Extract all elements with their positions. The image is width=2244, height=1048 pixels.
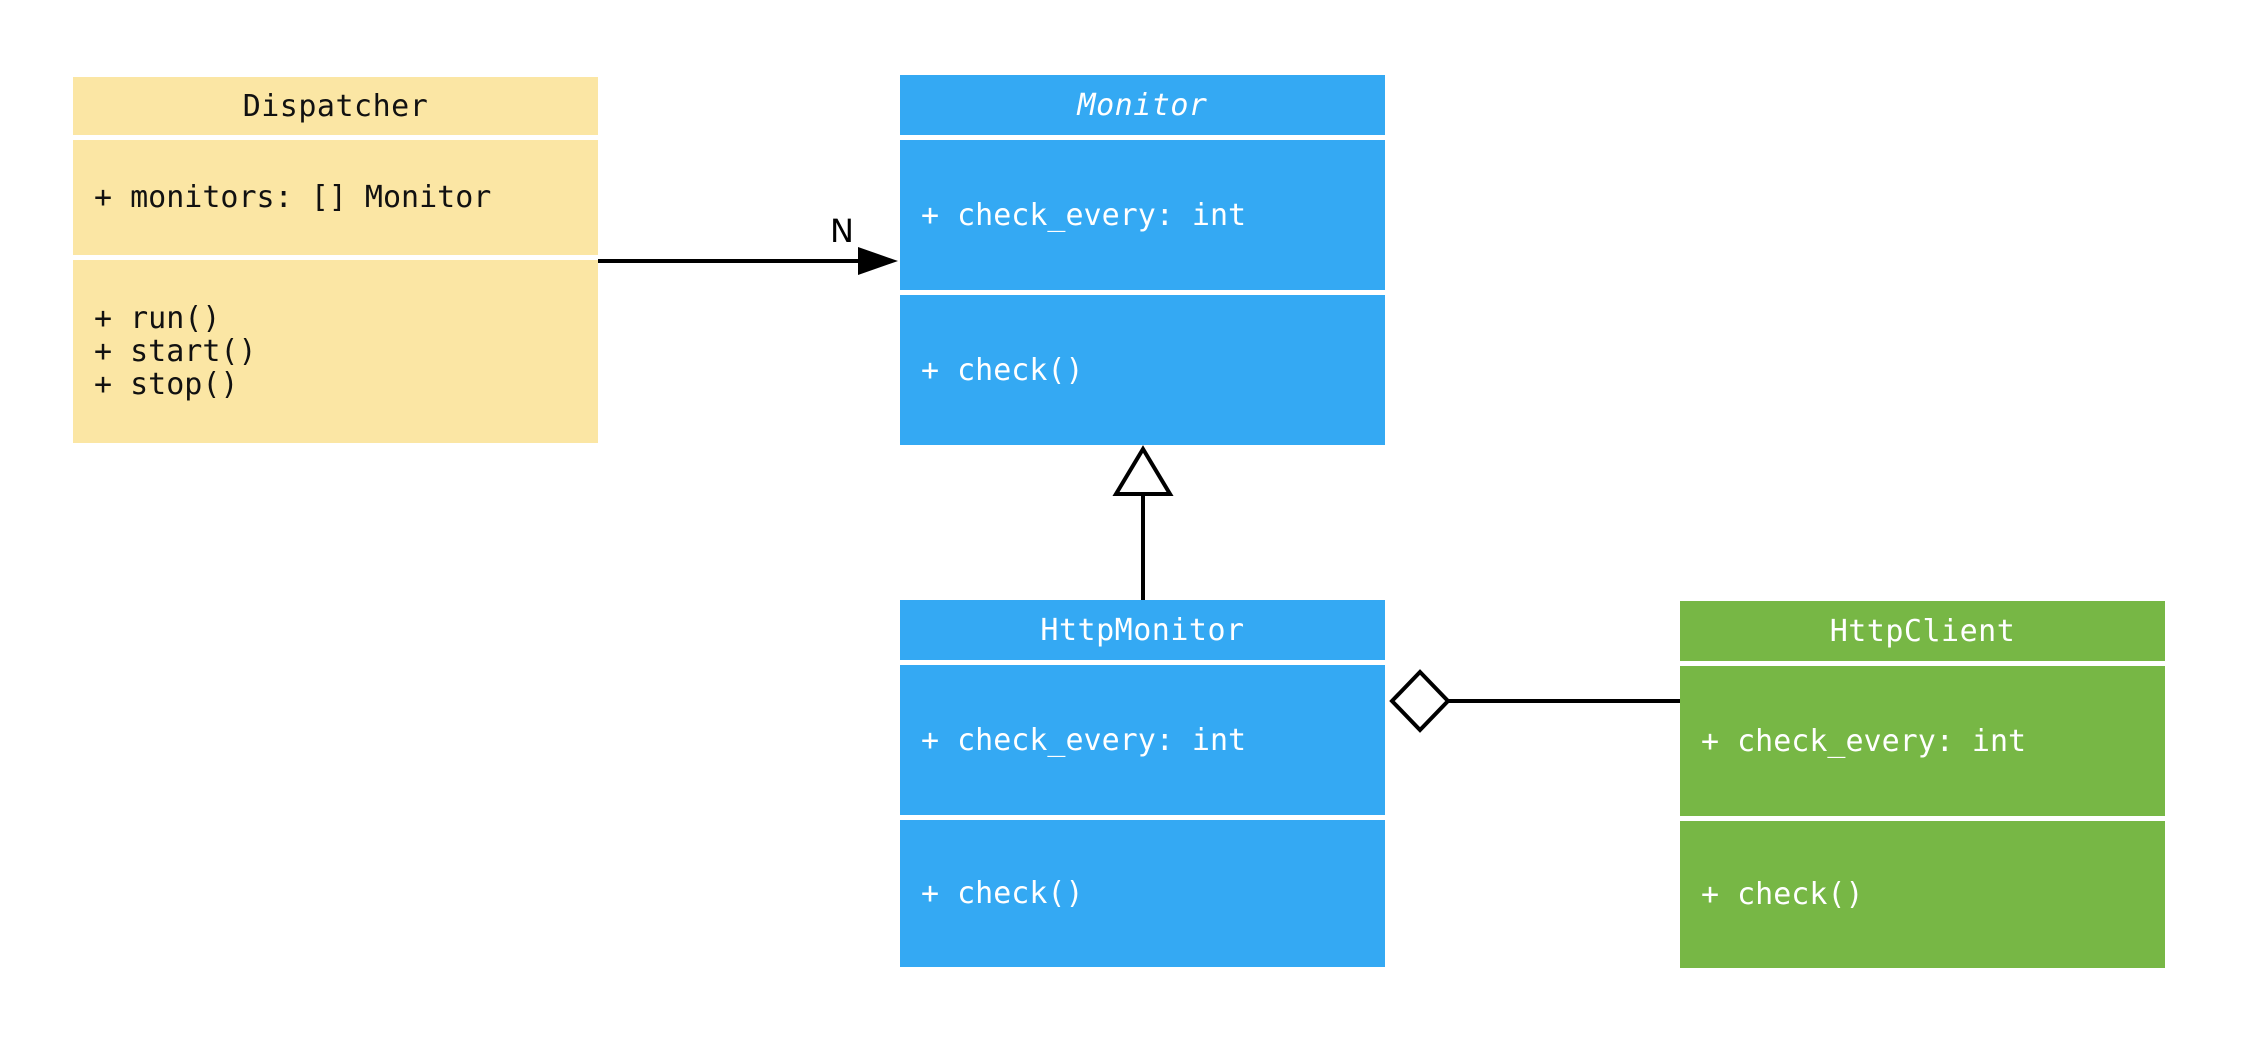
method-line: + start(): [94, 334, 257, 369]
class-monitor: Monitor + check_every: int + check(): [900, 75, 1385, 445]
class-dispatcher-methods: + run() + start() + stop(): [73, 260, 598, 443]
attribute-line: + monitors: [] Monitor: [94, 180, 492, 215]
association-arrowhead-icon: [858, 247, 898, 275]
generalization-httpmonitor-monitor: [1112, 445, 1174, 600]
class-dispatcher: Dispatcher + monitors: [] Monitor + run(…: [73, 77, 598, 443]
class-httpclient: HttpClient + check_every: int + check(): [1680, 601, 2165, 968]
class-monitor-attributes: + check_every: int: [900, 140, 1385, 290]
generalization-triangle-icon: [1112, 445, 1174, 496]
class-dispatcher-attributes: + monitors: [] Monitor: [73, 140, 598, 255]
method-line: + run(): [94, 301, 221, 336]
aggregation-diamond-icon: [1389, 669, 1451, 733]
class-httpclient-methods: + check(): [1680, 821, 2165, 968]
class-httpmonitor-name: HttpMonitor: [900, 600, 1385, 660]
method-line: + check(): [921, 876, 1084, 911]
method-line: + check(): [921, 352, 1084, 388]
class-monitor-name: Monitor: [900, 75, 1385, 135]
association-dispatcher-monitor: N: [598, 212, 898, 275]
class-httpmonitor-attributes: + check_every: int: [900, 665, 1385, 815]
class-httpclient-attributes: + check_every: int: [1680, 666, 2165, 816]
method-line: + check(): [1701, 877, 1864, 912]
aggregation-httpmonitor-httpclient: [1389, 669, 1680, 733]
class-httpmonitor: HttpMonitor + check_every: int + check(): [900, 600, 1385, 967]
attribute-line: + check_every: int: [921, 722, 1247, 758]
association-multiplicity-label: N: [830, 212, 854, 250]
class-httpmonitor-methods: + check(): [900, 820, 1385, 967]
method-line: + stop(): [94, 367, 239, 402]
class-monitor-methods: + check(): [900, 295, 1385, 445]
class-dispatcher-name: Dispatcher: [73, 77, 598, 135]
attribute-line: + check_every: int: [1701, 723, 2027, 759]
class-httpclient-name: HttpClient: [1680, 601, 2165, 661]
attribute-line: + check_every: int: [921, 197, 1247, 233]
